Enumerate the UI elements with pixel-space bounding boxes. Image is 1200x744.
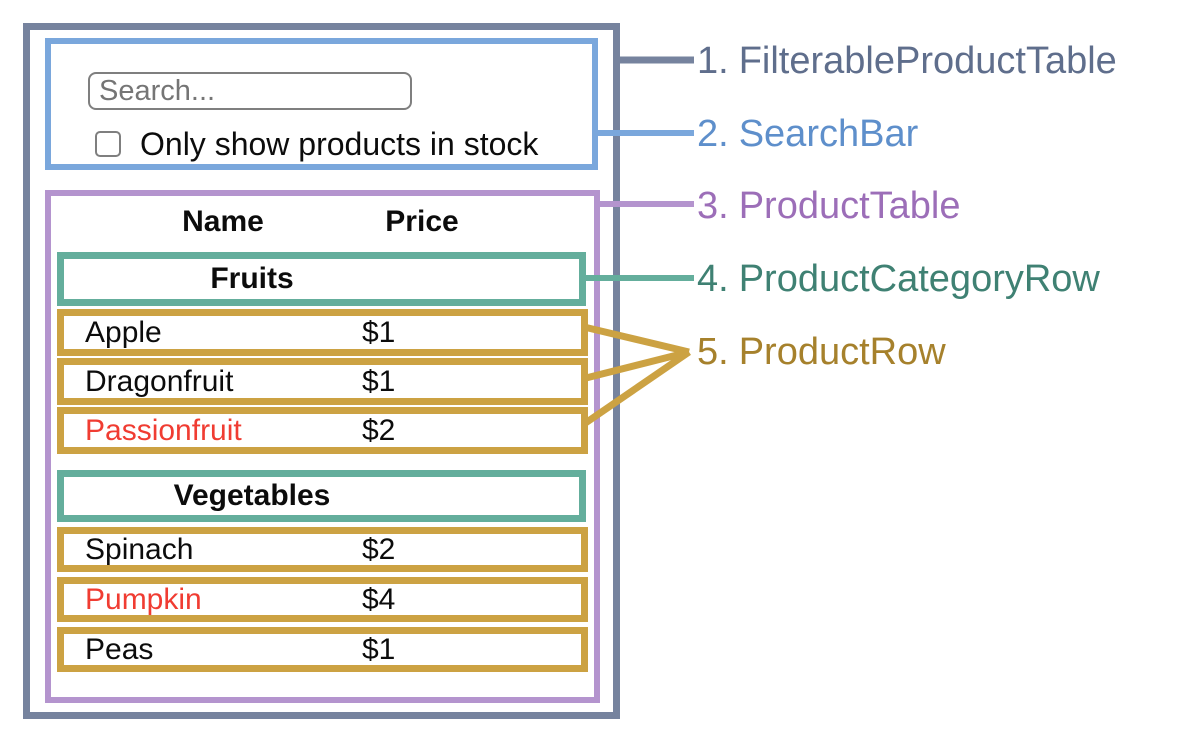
in-stock-checkbox-label: Only show products in stock — [140, 126, 539, 162]
product-category-row: Vegetables — [57, 470, 586, 522]
search-input[interactable] — [88, 72, 412, 110]
product-table-box: Name Price Fruits Apple $1 Dragonfruit $… — [45, 190, 600, 703]
legend-label: ProductCategoryRow — [738, 258, 1100, 300]
product-price: $2 — [362, 532, 396, 566]
legend-number: 4. — [697, 258, 729, 300]
legend-number: 2. — [697, 113, 729, 155]
legend-label: ProductRow — [738, 331, 946, 373]
legend-number: 1. — [697, 40, 729, 82]
product-name: Pumpkin — [85, 582, 202, 616]
product-name: Peas — [85, 632, 154, 666]
product-price: $2 — [362, 413, 396, 447]
product-category-row: Fruits — [57, 252, 586, 306]
product-price: $4 — [362, 582, 396, 616]
in-stock-checkbox[interactable] — [95, 131, 121, 157]
legend-item-product-row: 5.ProductRow — [697, 329, 946, 375]
legend-item-product-category-row: 4.ProductCategoryRow — [697, 256, 1100, 302]
search-bar-box: Only show products in stock — [45, 38, 598, 170]
product-name: Passionfruit — [85, 413, 242, 447]
category-label: Fruits — [210, 262, 294, 295]
product-row: Pumpkin $4 — [57, 577, 588, 622]
product-name: Apple — [85, 315, 162, 349]
product-row: Apple $1 — [57, 309, 588, 356]
legend-item-product-table: 3.ProductTable — [697, 183, 961, 229]
filterable-product-table-box: Only show products in stock Name Price F… — [23, 23, 620, 719]
legend-label: FilterableProductTable — [738, 40, 1117, 82]
product-price: $1 — [362, 315, 396, 349]
product-row: Passionfruit $2 — [57, 407, 588, 454]
product-price: $1 — [362, 632, 396, 666]
product-price: $1 — [362, 364, 396, 398]
legend-number: 5. — [697, 331, 729, 373]
category-label: Vegetables — [173, 479, 331, 512]
legend-number: 3. — [697, 185, 729, 227]
legend-label: SearchBar — [738, 113, 919, 155]
legend-item-filterable-product-table: 1.FilterableProductTable — [697, 38, 1117, 84]
product-name: Spinach — [85, 532, 194, 566]
product-row: Spinach $2 — [57, 527, 588, 572]
legend-item-search-bar: 2.SearchBar — [697, 111, 918, 157]
column-header-name: Name — [182, 205, 264, 238]
legend-label: ProductTable — [738, 185, 961, 227]
product-row: Dragonfruit $1 — [57, 358, 588, 405]
product-row: Peas $1 — [57, 627, 588, 672]
product-name: Dragonfruit — [85, 364, 234, 398]
column-header-price: Price — [385, 205, 459, 238]
